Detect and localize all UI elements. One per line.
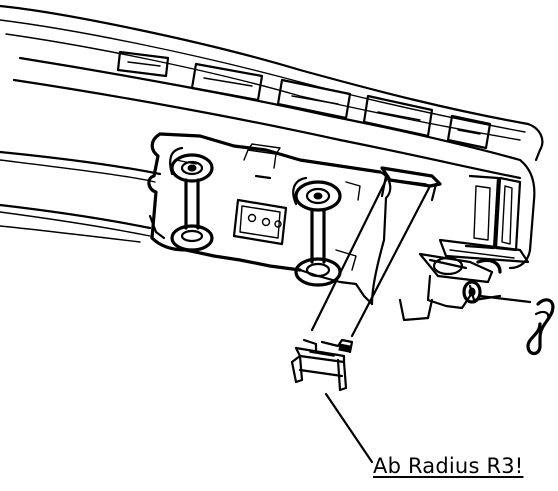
window-row [116,50,492,150]
minimum-radius-callout: Ab Radius R3! [373,454,524,478]
insertion-guide-lines [310,174,432,338]
end-coupler-and-buffers [398,252,532,322]
callout-leader [324,392,374,464]
coupling-hook-part [526,298,555,356]
wheelset-front [169,146,214,252]
close-coupler-part [290,338,354,392]
coach-end-face [438,158,536,270]
